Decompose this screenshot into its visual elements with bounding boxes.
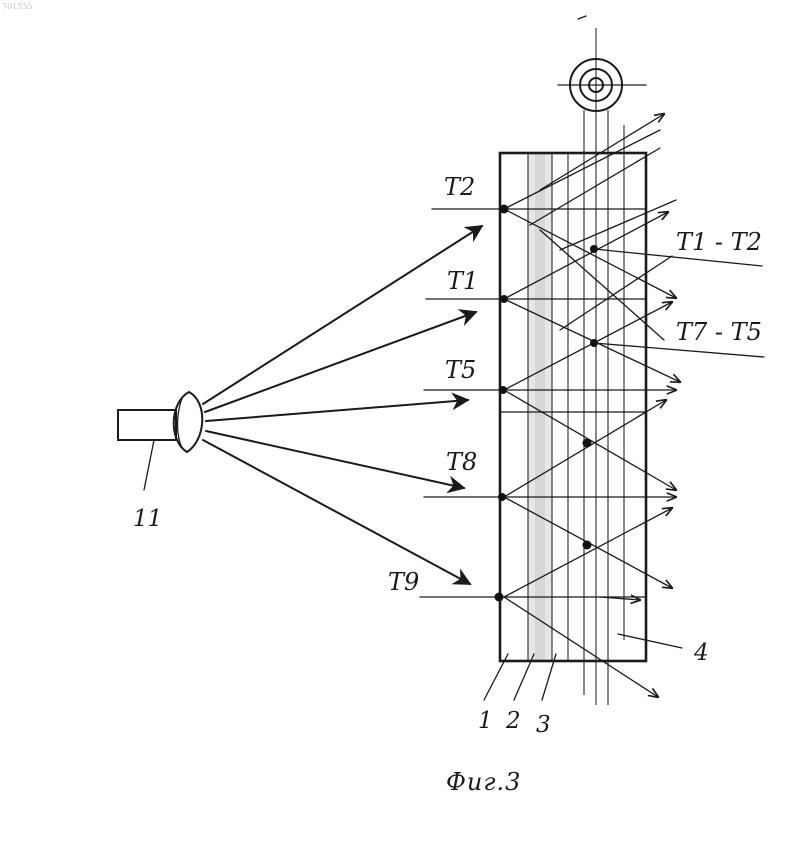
beam-t9-down xyxy=(504,597,658,697)
point-t9 xyxy=(495,593,504,602)
scan-artifact xyxy=(578,16,586,19)
point-t5 xyxy=(499,386,507,394)
label-t9: T9 xyxy=(388,568,419,596)
point-cross-1 xyxy=(583,439,592,448)
leader-source xyxy=(144,440,154,490)
ray-to-t8 xyxy=(206,431,464,488)
ray-to-t5 xyxy=(206,400,468,421)
label-t1-minus-t2: T1 - T2 xyxy=(676,228,762,256)
layer-3-numeral: 3 xyxy=(536,712,551,738)
sample-block xyxy=(500,28,646,705)
point-cross-2 xyxy=(583,541,592,550)
light-source xyxy=(118,392,202,452)
layer-1-numeral: 1 xyxy=(478,708,493,734)
detector-symbol xyxy=(558,59,646,111)
source-housing xyxy=(118,410,176,440)
label-t8: T8 xyxy=(446,448,477,476)
label-t2: T2 xyxy=(444,173,475,201)
leader-layer-4 xyxy=(618,634,682,648)
ray-to-t9 xyxy=(203,440,470,584)
point-t8 xyxy=(498,493,506,501)
ray-to-t2 xyxy=(203,226,482,404)
layer-2-numeral: 2 xyxy=(505,708,521,734)
beam-t2-up xyxy=(504,130,660,209)
ray-to-t1 xyxy=(205,312,476,412)
scan-id: 701535 xyxy=(2,2,33,11)
label-t7-minus-t5: T7 - T5 xyxy=(676,318,762,346)
leader-layer-1 xyxy=(484,654,508,700)
light-rays xyxy=(203,226,482,584)
source-numeral: 11 xyxy=(133,506,162,532)
label-t5: T5 xyxy=(445,356,476,384)
beam-upper-cross-b xyxy=(560,200,676,250)
point-t2 xyxy=(500,205,509,214)
label-t1: T1 xyxy=(447,267,478,295)
figure-caption: Фиг.3 xyxy=(446,768,521,796)
point-t1 xyxy=(500,295,508,303)
layer-4-numeral: 4 xyxy=(693,640,709,666)
